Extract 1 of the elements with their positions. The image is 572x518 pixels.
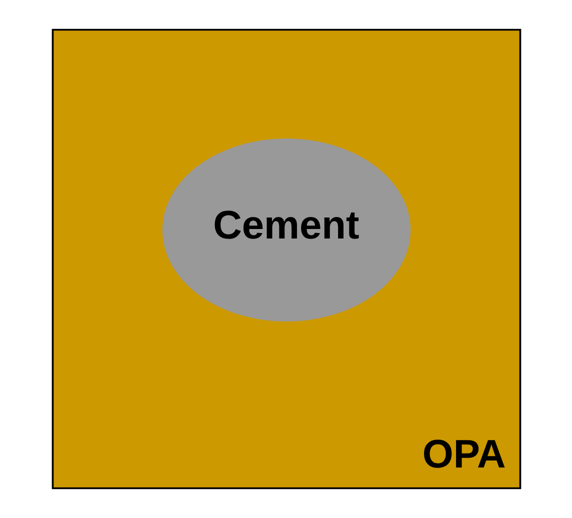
- node-ellipse: Cement: [162, 138, 410, 322]
